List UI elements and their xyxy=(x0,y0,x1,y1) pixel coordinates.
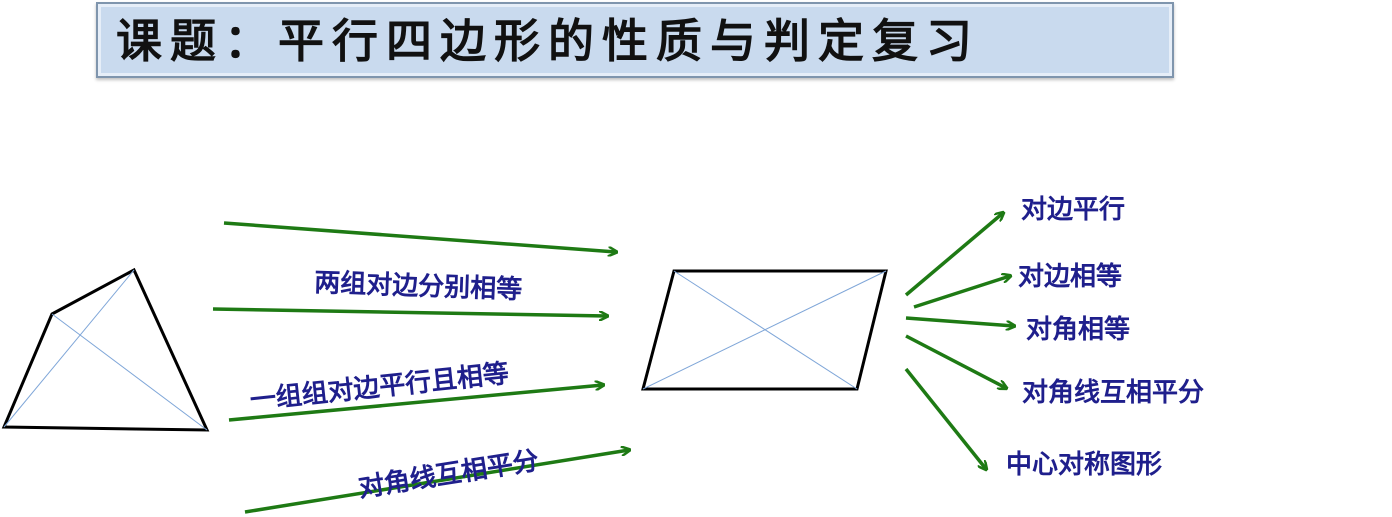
property-label-diagonals-bisect: 对角线互相平分 xyxy=(1022,377,1204,408)
property-arrow xyxy=(905,316,1014,326)
property-label-central-symmetry: 中心对称图形 xyxy=(1006,450,1162,480)
property-label-opposite-sides-equal: 对边相等 xyxy=(1018,261,1122,292)
parallelogram-shape xyxy=(641,269,888,391)
condition-arrow xyxy=(244,450,629,514)
page-title: 课题：平行四边形的性质与判定复习 xyxy=(116,14,980,68)
condition-arrows xyxy=(212,221,629,514)
property-arrow xyxy=(905,334,1006,388)
condition-label-opposite-sides-equal: 两组对边分别相等 xyxy=(314,267,523,305)
property-arrow xyxy=(913,276,1010,309)
condition-label-diagonals-bisect: 对角线互相平分 xyxy=(356,445,541,504)
quadrilateral-diagonal xyxy=(3,269,135,428)
condition-arrow xyxy=(212,307,607,316)
quadrilateral-outline xyxy=(1,267,210,432)
property-label-opposite-angles-equal: 对角相等 xyxy=(1026,314,1130,345)
condition-arrow xyxy=(223,221,616,252)
quadrilateral-shape xyxy=(1,267,210,432)
quadrilateral-diagonal xyxy=(51,313,208,431)
property-arrow xyxy=(904,367,986,469)
property-arrows xyxy=(904,213,1014,469)
parallelogram-diagonal xyxy=(642,270,887,390)
property-arrow xyxy=(904,213,1003,297)
condition-arrow xyxy=(228,385,603,422)
property-label-opposite-sides-parallel: 对边平行 xyxy=(1021,194,1125,225)
title-banner: 课题：平行四边形的性质与判定复习 xyxy=(96,2,1174,78)
